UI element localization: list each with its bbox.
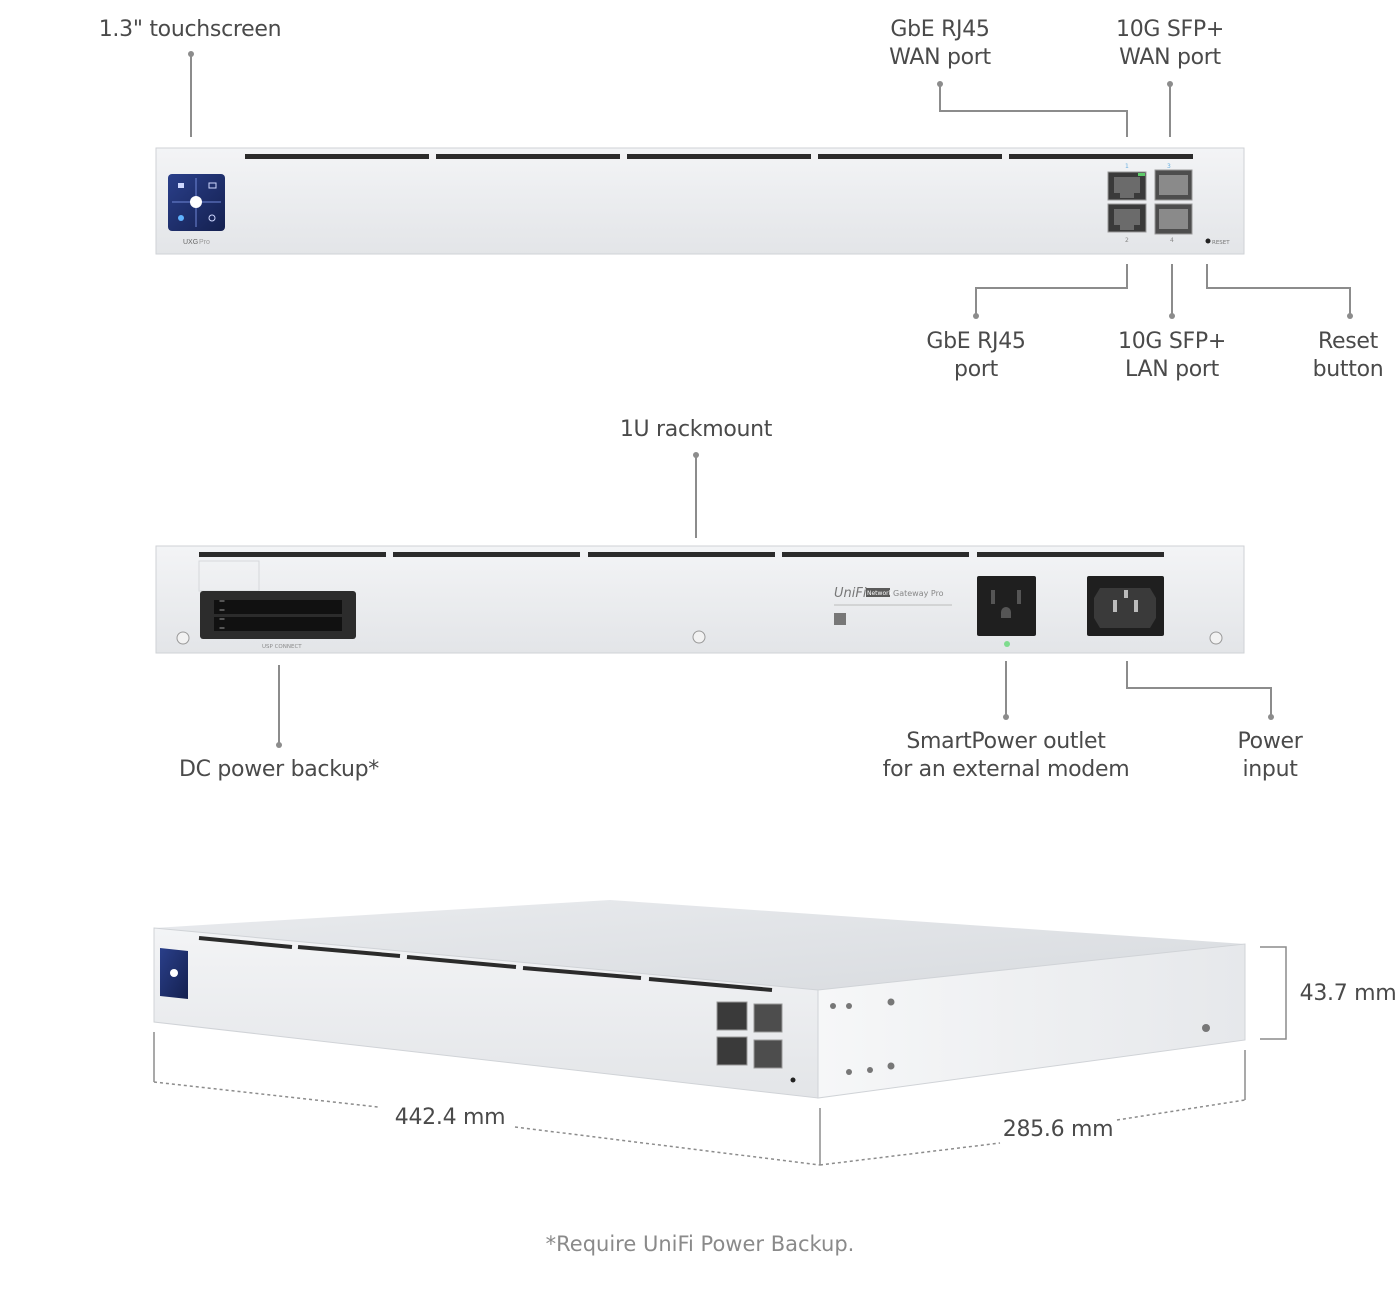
dimension-lines: [153, 946, 1287, 1166]
front-view: UXG Pro 1 2 3 4 RESET: [155, 51, 1353, 319]
lan-sfp-label: 10G SFP+LAN port: [1118, 329, 1226, 382]
power-inlet-icon: [1087, 576, 1164, 636]
reset-button-icon: [1205, 238, 1211, 244]
dc-backup-label: DC power backup*: [179, 757, 379, 782]
front-chassis: [155, 147, 1245, 255]
front-vent: [1009, 154, 1193, 159]
power-outlet-icon: [977, 576, 1036, 636]
front-leader-lines: [190, 54, 1351, 316]
ubiquiti-logo-icon: [834, 613, 846, 625]
rear-view: USP CONNECT UniFi Network Gateway Pro: [155, 452, 1274, 748]
rear-vent: [588, 552, 775, 557]
dc-connector-icon: [200, 591, 356, 639]
front-vent: [436, 154, 620, 159]
height-dimension: 43.7 mm: [1299, 981, 1397, 1006]
screw-icon: [1209, 631, 1223, 645]
rear-vent: [199, 552, 386, 557]
status-led-icon: [1004, 641, 1010, 647]
rackmount-label: 1U rackmount: [619, 417, 773, 442]
rear-vent: [393, 552, 580, 557]
port-number: 4: [1170, 237, 1174, 244]
iso-screws: [830, 998, 1210, 1075]
port-number: 3: [1167, 163, 1171, 170]
iso-vents: [198, 936, 773, 992]
iso-ports: [716, 1001, 796, 1083]
brand-tag: Network: [867, 590, 893, 597]
device-side: [817, 943, 1246, 1099]
rear-vent: [977, 552, 1164, 557]
wan-sfp-label: 10G SFP+WAN port: [1116, 17, 1224, 70]
rear-leader-lines: [278, 455, 1272, 745]
port-number: 1: [1125, 163, 1129, 170]
touchscreen-icon: [168, 174, 225, 231]
rj45-port-icon: [1107, 171, 1147, 201]
depth-dimension: 285.6 mm: [1002, 1117, 1114, 1142]
brand-tag-badge: [866, 588, 890, 597]
front-vent: [245, 154, 429, 159]
model-print: Gateway Pro: [893, 589, 944, 598]
isometric-view: [153, 900, 1287, 1166]
usp-print: USP CONNECT: [262, 644, 302, 650]
port-number: 2: [1125, 237, 1129, 244]
device-label: UXG: [183, 239, 198, 246]
front-vent: [627, 154, 811, 159]
sfp-port-icon: [1154, 203, 1193, 235]
front-vent: [818, 154, 1002, 159]
device-top: [154, 900, 1245, 990]
footnote: *Require UniFi Power Backup.: [545, 1232, 855, 1256]
touchscreen-label: 1.3" touchscreen: [98, 17, 282, 42]
rj45-port-icon: [1107, 203, 1147, 233]
reset-print: RESET: [1212, 240, 1230, 246]
brand-logo: UniFi: [834, 586, 867, 601]
iso-touchscreen-icon: [160, 948, 188, 999]
rear-vent: [782, 552, 969, 557]
width-dimension: 442.4 mm: [394, 1105, 506, 1130]
device-label-suffix: Pro: [199, 239, 210, 246]
screw-icon: [692, 630, 706, 644]
screw-icon: [176, 631, 190, 645]
sfp-port-icon: [1154, 169, 1193, 201]
